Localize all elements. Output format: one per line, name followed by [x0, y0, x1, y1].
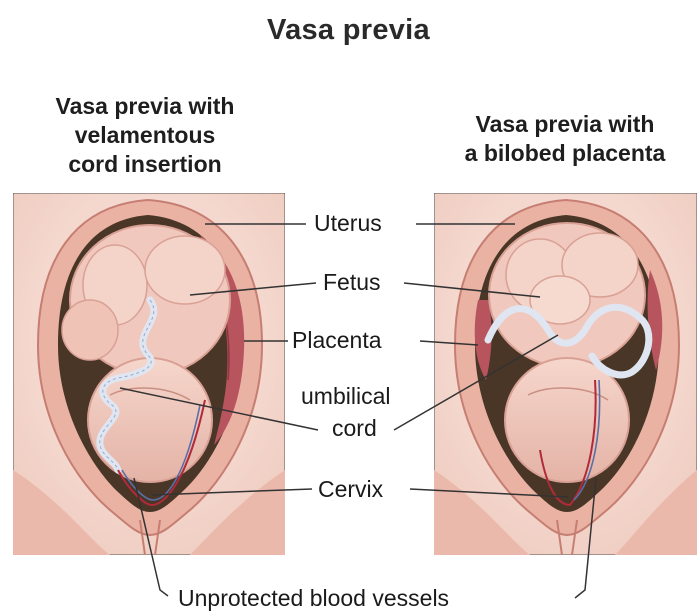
label-cervix: Cervix — [318, 476, 383, 503]
label-placenta: Placenta — [292, 327, 382, 354]
label-unprotected-vessels: Unprotected blood vessels — [178, 585, 449, 612]
right-fetus-head — [505, 358, 629, 482]
left-fetus-head — [88, 358, 212, 482]
label-umbilical-line-1: umbilical — [301, 383, 390, 410]
left-illustration — [13, 193, 285, 555]
label-uterus: Uterus — [314, 210, 382, 237]
right-illustration — [434, 193, 697, 555]
label-umbilical-line-2: cord — [332, 415, 377, 442]
label-fetus: Fetus — [323, 269, 381, 296]
